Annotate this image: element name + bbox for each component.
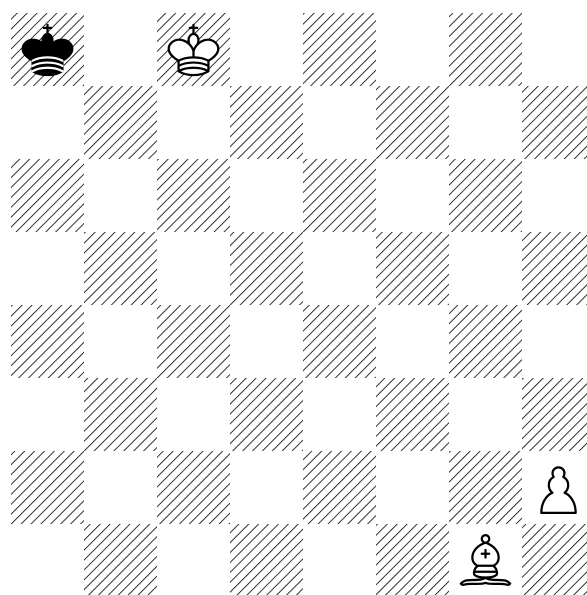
square-c5[interactable] — [157, 232, 230, 305]
square-d8[interactable] — [230, 13, 303, 86]
square-f8[interactable] — [376, 13, 449, 86]
square-e7[interactable] — [303, 86, 376, 159]
square-h3[interactable] — [522, 378, 587, 451]
square-e6[interactable] — [303, 159, 376, 232]
square-a7[interactable] — [11, 86, 84, 159]
square-e5[interactable] — [303, 232, 376, 305]
square-g8[interactable] — [449, 13, 522, 86]
square-c1[interactable] — [157, 524, 230, 595]
square-e3[interactable] — [303, 378, 376, 451]
square-h4[interactable] — [522, 305, 587, 378]
square-h8[interactable] — [522, 13, 587, 86]
square-d4[interactable] — [230, 305, 303, 378]
square-a6[interactable] — [11, 159, 84, 232]
square-f4[interactable] — [376, 305, 449, 378]
square-b2[interactable] — [84, 451, 157, 524]
square-h7[interactable] — [522, 86, 587, 159]
square-d7[interactable] — [230, 86, 303, 159]
squares-layer — [11, 13, 587, 595]
square-f7[interactable] — [376, 86, 449, 159]
square-f5[interactable] — [376, 232, 449, 305]
square-b6[interactable] — [84, 159, 157, 232]
square-b8[interactable] — [84, 13, 157, 86]
square-g4[interactable] — [449, 305, 522, 378]
square-a3[interactable] — [11, 378, 84, 451]
square-g3[interactable] — [449, 378, 522, 451]
square-g5[interactable] — [449, 232, 522, 305]
square-e4[interactable] — [303, 305, 376, 378]
square-a2[interactable] — [11, 451, 84, 524]
square-f6[interactable] — [376, 159, 449, 232]
square-e2[interactable] — [303, 451, 376, 524]
square-a1[interactable] — [11, 524, 84, 595]
square-c2[interactable] — [157, 451, 230, 524]
square-d3[interactable] — [230, 378, 303, 451]
square-b4[interactable] — [84, 305, 157, 378]
square-d5[interactable] — [230, 232, 303, 305]
square-d1[interactable] — [230, 524, 303, 595]
square-f1[interactable] — [376, 524, 449, 595]
square-h5[interactable] — [522, 232, 587, 305]
square-a4[interactable] — [11, 305, 84, 378]
square-g6[interactable] — [449, 159, 522, 232]
square-e8[interactable] — [303, 13, 376, 86]
square-c3[interactable] — [157, 378, 230, 451]
square-g7[interactable] — [449, 86, 522, 159]
square-b1[interactable] — [84, 524, 157, 595]
square-a5[interactable] — [11, 232, 84, 305]
square-b5[interactable] — [84, 232, 157, 305]
square-h6[interactable] — [522, 159, 587, 232]
square-d2[interactable] — [230, 451, 303, 524]
square-g2[interactable] — [449, 451, 522, 524]
square-d6[interactable] — [230, 159, 303, 232]
square-b3[interactable] — [84, 378, 157, 451]
square-f2[interactable] — [376, 451, 449, 524]
square-b7[interactable] — [84, 86, 157, 159]
square-h1[interactable] — [522, 524, 587, 595]
square-f3[interactable] — [376, 378, 449, 451]
square-c7[interactable] — [157, 86, 230, 159]
square-e1[interactable] — [303, 524, 376, 595]
square-c6[interactable] — [157, 159, 230, 232]
square-c4[interactable] — [157, 305, 230, 378]
